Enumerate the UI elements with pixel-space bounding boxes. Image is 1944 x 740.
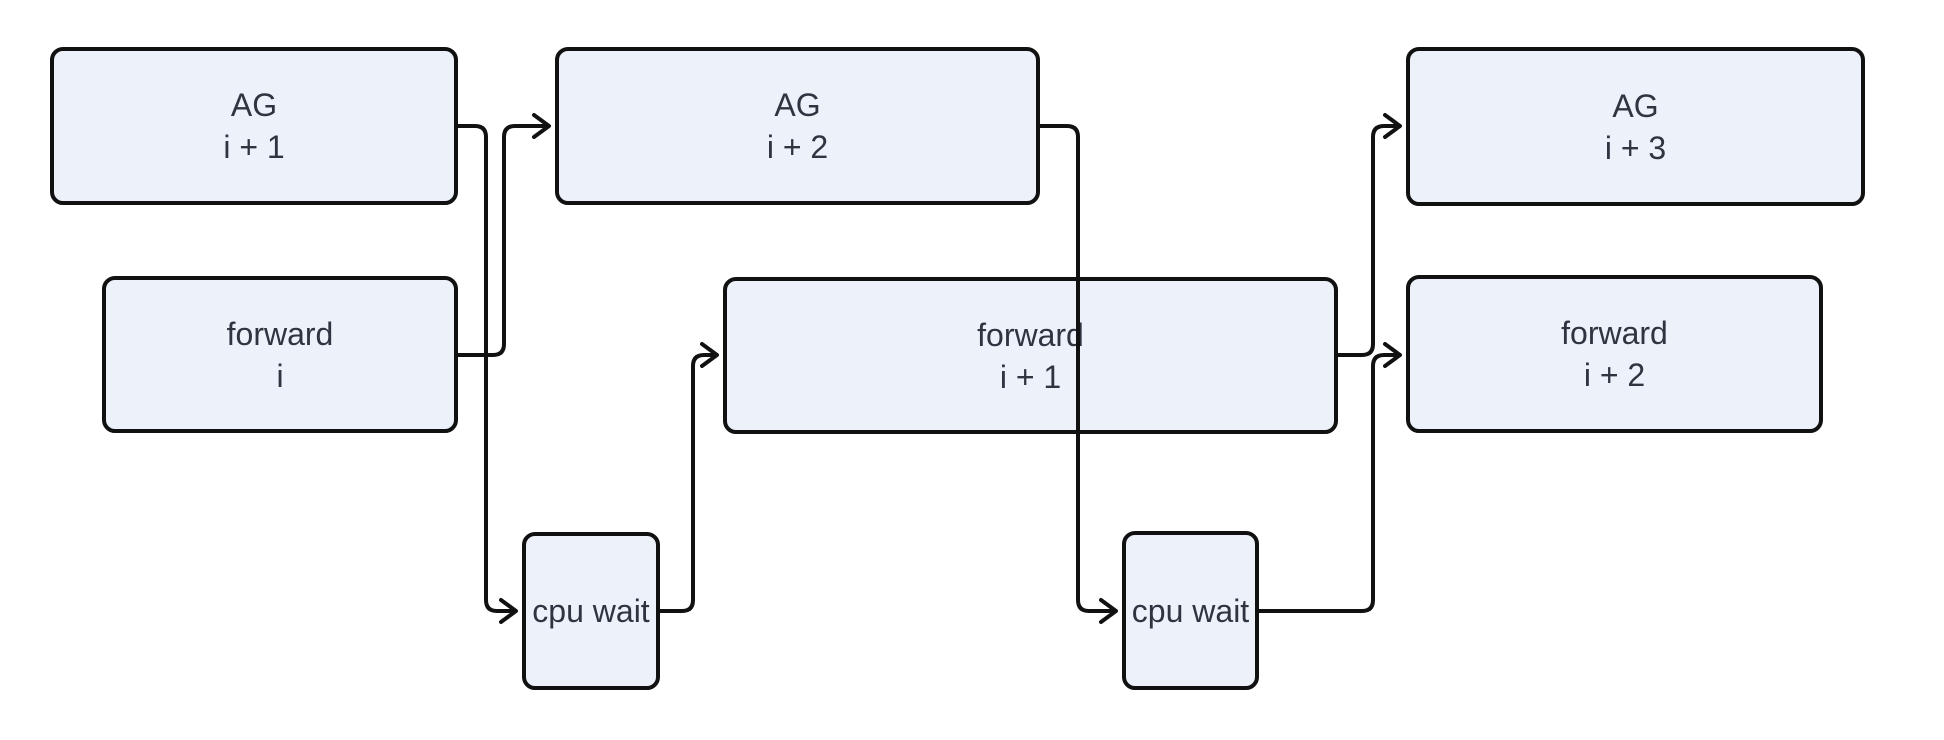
node-forward-i2-label-line2: i + 2 xyxy=(1583,357,1646,393)
node-ag-i3: AG i + 3 xyxy=(1406,47,1865,206)
node-forward-i1: forward i + 1 xyxy=(723,277,1338,434)
node-forward-i2-label-line1: forward xyxy=(1561,315,1668,351)
node-cpu-wait-1: cpu wait xyxy=(522,532,660,690)
node-forward-i: forward i xyxy=(102,276,458,433)
node-forward-i-label-line1: forward xyxy=(226,315,334,352)
node-ag-i2-label-line1: AG xyxy=(774,87,821,123)
node-cpu-wait-1-label-line1: cpu wait xyxy=(532,593,650,629)
node-forward-i2: forward i + 2 xyxy=(1406,275,1823,433)
node-cpu-wait-2-label-line1: cpu wait xyxy=(1131,592,1250,629)
node-ag-i1-label-line1: AG xyxy=(230,87,278,123)
node-ag-i2: AG i + 2 xyxy=(555,47,1040,205)
node-ag-i3-label-line1: AG xyxy=(1612,87,1659,124)
node-cpu-wait-2: cpu wait xyxy=(1122,531,1259,690)
node-ag-i3-label-line2: i + 3 xyxy=(1604,129,1667,166)
node-forward-i1-label-line1: forward xyxy=(977,316,1084,353)
node-ag-i1-label-line2: i + 1 xyxy=(223,129,285,165)
node-forward-i1-label-line2: i + 1 xyxy=(999,358,1062,395)
node-ag-i2-label-line2: i + 2 xyxy=(766,129,829,165)
node-forward-i-label-line2: i xyxy=(276,357,284,394)
node-ag-i1: AG i + 1 xyxy=(50,47,458,205)
